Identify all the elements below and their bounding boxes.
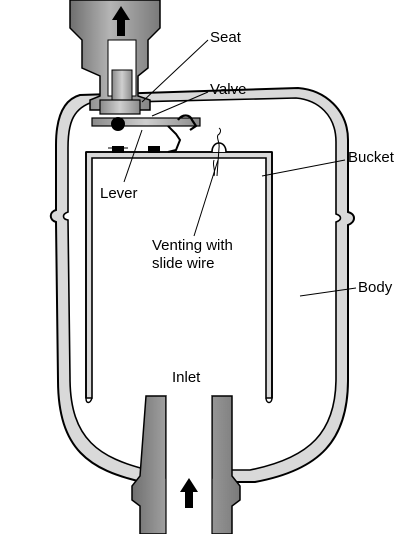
label-body: Body <box>358 279 393 296</box>
label-inlet: Inlet <box>172 369 201 386</box>
label-lever: Lever <box>100 185 138 202</box>
label-valve: Valve <box>210 81 246 98</box>
lever-assembly <box>91 114 201 153</box>
inlet-arrow-icon <box>180 478 198 508</box>
label-venting-line2: slide wire <box>152 255 215 272</box>
outlet-arrow-icon <box>112 6 130 36</box>
leader-lines <box>123 39 357 297</box>
slide-wire <box>212 127 222 177</box>
outlet-fitting <box>69 0 161 111</box>
inlet-fitting <box>131 395 241 534</box>
label-bucket: Bucket <box>348 149 395 166</box>
label-seat: Seat <box>210 29 242 46</box>
label-venting-line1: Venting with <box>152 237 233 254</box>
valve-seat <box>99 99 141 115</box>
